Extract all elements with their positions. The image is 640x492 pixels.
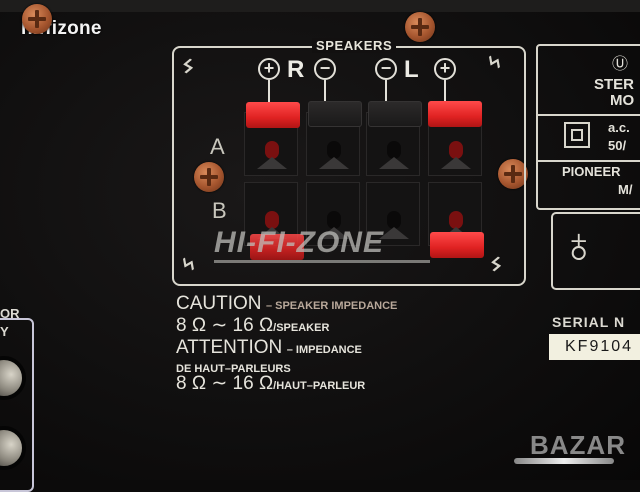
rating-label-plate xyxy=(536,44,640,210)
watermark-underline xyxy=(214,260,430,263)
screw-right xyxy=(498,159,528,189)
bazar-underline xyxy=(514,458,614,464)
top-chassis-edge xyxy=(0,0,640,12)
wire-hole xyxy=(449,141,463,159)
lever-a-right-negative[interactable] xyxy=(308,101,362,127)
terminal-b-right-negative[interactable] xyxy=(306,182,360,246)
divider xyxy=(538,114,640,116)
polarity-stem xyxy=(385,80,387,102)
wire-hole xyxy=(327,141,341,159)
watermark-hifi-zone: HI-FI-ZONE xyxy=(214,226,384,259)
terminal-ramp xyxy=(379,227,409,239)
left-panel-label: OR xyxy=(0,306,20,321)
screw-top-left xyxy=(22,4,52,34)
lever-b-left-positive[interactable] xyxy=(430,232,484,258)
lever-a-right-positive[interactable] xyxy=(246,102,300,128)
divider xyxy=(538,160,640,162)
polarity-stem xyxy=(444,80,446,102)
wire-hole xyxy=(265,211,279,229)
screw-left xyxy=(194,162,224,192)
lever-a-left-positive[interactable] xyxy=(428,101,482,127)
polarity-stem xyxy=(268,80,270,102)
label-stereo: STER xyxy=(594,76,635,93)
row-label-a: A xyxy=(210,134,225,159)
wire-hole xyxy=(449,211,463,229)
label-made-in: M/ xyxy=(618,182,633,197)
pioneer-tuning-fork-icon: Ⓤ xyxy=(612,56,629,73)
positive-polarity-icon: + xyxy=(434,58,456,80)
terminal-ramp xyxy=(257,157,287,169)
wire-hole xyxy=(387,211,401,229)
terminal-ramp xyxy=(379,157,409,169)
attention-impedance-text: – IMPEDANCE xyxy=(286,344,362,356)
double-insulation-icon xyxy=(564,122,590,148)
polarity-stem xyxy=(324,80,326,102)
terminal-ramp xyxy=(319,227,349,239)
channel-label-right: R xyxy=(287,56,305,83)
positive-polarity-icon: + xyxy=(258,58,280,80)
watermark-bazar: BAZAR xyxy=(530,430,626,460)
terminal-b-left-negative[interactable] xyxy=(366,182,420,246)
wire-hole xyxy=(387,141,401,159)
impedance-unit-fr: /HAUT–PARLEUR xyxy=(273,380,366,392)
label-pioneer: PIONEER xyxy=(562,164,621,179)
attention-line2: DE HAUT–PARLEURS xyxy=(176,363,291,375)
label-model: MO xyxy=(610,92,635,109)
serial-label: SERIAL N xyxy=(552,314,626,330)
attention-heading: ATTENTION xyxy=(176,337,283,358)
left-panel-label-2: Y xyxy=(0,324,9,339)
label-frequency: 50/ xyxy=(608,138,627,153)
wire-hole xyxy=(327,211,341,229)
impedance-range-fr: 8 Ω ∼ 16 Ω xyxy=(176,373,274,394)
post-horn-icon: ♁ xyxy=(560,217,598,273)
channel-label-left: L xyxy=(404,56,419,83)
negative-polarity-icon: − xyxy=(375,58,397,80)
caution-impedance-text: – SPEAKER IMPEDANCE xyxy=(265,300,398,312)
terminal-ramp xyxy=(441,157,471,169)
lever-a-left-negative[interactable] xyxy=(368,101,422,127)
row-label-b: B xyxy=(212,198,227,223)
serial-number: KF9104 xyxy=(549,334,640,360)
postal-approval-box xyxy=(551,212,640,290)
lever-b-right-positive[interactable] xyxy=(250,234,304,260)
speakers-title: SPEAKERS xyxy=(312,38,397,53)
wire-hole xyxy=(265,141,279,159)
impedance-range: 8 Ω ∼ 16 Ω xyxy=(176,315,274,336)
negative-polarity-icon: − xyxy=(314,58,336,80)
screw-top-center xyxy=(405,12,435,42)
caution-heading: CAUTION xyxy=(176,293,262,314)
impedance-unit: /SPEAKER xyxy=(273,322,330,334)
terminal-ramp xyxy=(319,157,349,169)
label-ac: a.c. xyxy=(608,120,630,135)
